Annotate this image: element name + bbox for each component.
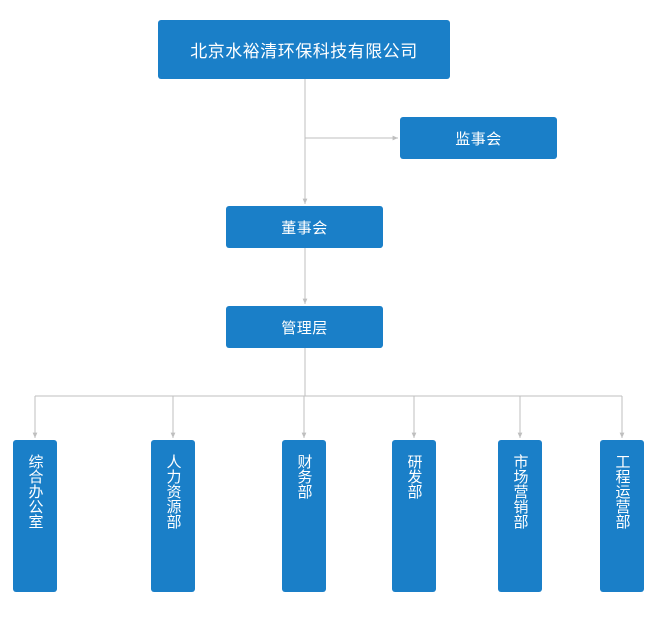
- department-general-office[interactable]: 综合办公室: [13, 440, 57, 592]
- company-node-label: 北京水裕清环保科技有限公司: [190, 42, 418, 62]
- department-research[interactable]: 研发部: [392, 440, 436, 592]
- department-finance[interactable]: 财务部: [282, 440, 326, 592]
- department-engineering-operations[interactable]: 工程运营部: [600, 440, 644, 592]
- management-node[interactable]: 管理层: [226, 306, 383, 348]
- company-node[interactable]: 北京水裕清环保科技有限公司: [158, 20, 450, 79]
- board-node-label: 董事会: [281, 218, 328, 237]
- department-label: 财务部: [295, 454, 314, 499]
- supervisors-node-label: 监事会: [455, 129, 502, 148]
- department-label: 市场营销部: [511, 454, 530, 529]
- management-node-label: 管理层: [281, 318, 328, 337]
- department-label: 工程运营部: [613, 454, 632, 529]
- department-label: 人力资源部: [164, 454, 183, 529]
- department-human-resources[interactable]: 人力资源部: [151, 440, 195, 592]
- department-label: 综合办公室: [26, 454, 45, 529]
- supervisors-node[interactable]: 监事会: [400, 117, 557, 159]
- department-label: 研发部: [405, 454, 424, 499]
- department-marketing[interactable]: 市场营销部: [498, 440, 542, 592]
- board-node[interactable]: 董事会: [226, 206, 383, 248]
